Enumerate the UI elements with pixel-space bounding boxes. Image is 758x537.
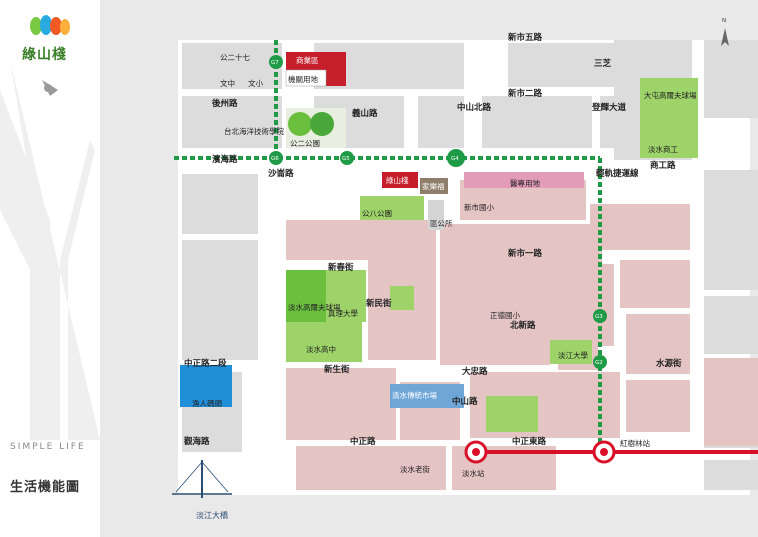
- greenhill-label: 綠山棧: [386, 175, 409, 185]
- culture-label: 文中: [220, 78, 235, 88]
- medical-label: 醫專用地: [510, 178, 540, 188]
- mrt-markers: G7 G6 G5 G4 G3 G2: [269, 55, 607, 369]
- hongshulin-label: 紅樹林站: [620, 438, 650, 448]
- north-arrow: N: [721, 18, 729, 46]
- g2-label: G2: [595, 360, 603, 366]
- tagline: SIMPLE LIFE: [10, 442, 86, 452]
- tamsui-station-label: 淡水站: [462, 468, 485, 478]
- tamsui-high-label: 淡水高中: [306, 344, 336, 354]
- park8-label: 公八公園: [362, 209, 392, 218]
- g3-label: G3: [595, 314, 603, 320]
- road-shuiyuan-label: 水源街: [655, 358, 682, 369]
- road-zhongshanbei-label: 中山北路: [457, 102, 492, 113]
- zhenli-label: 真理大學: [328, 308, 358, 318]
- bridge-icon: [172, 460, 232, 498]
- road-guanhai-label: 觀海路: [183, 436, 210, 447]
- tree-decoration-icon: [0, 60, 100, 440]
- g4-label: G4: [451, 156, 459, 162]
- place-labels: 商業區 機關用地 綠山棧 家樂福 公二十七 文中 文小 台北海洋技術學院 公二公…: [192, 52, 697, 478]
- road-xinmin-label: 新民街: [366, 298, 392, 309]
- district-office-label: 區公所: [430, 218, 453, 228]
- road-yishan-label: 義山路: [352, 108, 378, 119]
- commercial-label: 商業區: [296, 55, 319, 65]
- road-xinchun-label: 新春街: [328, 262, 354, 273]
- tamsui-baseball-label: 淡水高爾夫球場: [288, 302, 341, 312]
- road-xinshi2-label: 新市二路: [508, 88, 543, 99]
- road-zhongzheng-label: 中正路: [350, 436, 376, 447]
- sanzhi-label: 三芝: [594, 58, 612, 69]
- sidebar: 綠山棧 SIMPLE LIFE 生活機能圖: [0, 0, 100, 537]
- road-xinsheng-label: 新生街: [324, 364, 350, 375]
- road-houzhou-label: 後州路: [212, 98, 238, 109]
- road-shanggong-label: 商工路: [650, 160, 676, 171]
- jiafu-label: 家樂福: [422, 181, 445, 191]
- north-label: N: [722, 18, 726, 24]
- g5-label: G5: [342, 156, 350, 162]
- brand-name: 綠山棧: [22, 47, 67, 63]
- fishing-label: 漁人碼頭: [192, 398, 222, 408]
- xinshi-el-label: 新市國小: [464, 202, 494, 212]
- special-blocks: [180, 52, 584, 408]
- agency-label: 機關用地: [288, 74, 318, 84]
- road-zhongzheng2-label: 中正路二段: [184, 358, 227, 369]
- maritime-label: 台北海洋技術學院: [224, 126, 284, 136]
- park2-label: 公二公園: [290, 139, 320, 148]
- zhengde-label: 正德國小: [490, 310, 520, 320]
- map-title: 生活機能圖: [10, 480, 81, 495]
- road-beixin-label: 北新路: [510, 320, 536, 331]
- primary-label: 文小: [248, 78, 263, 88]
- dacun-label: 大屯高爾夫球場: [644, 90, 697, 100]
- block-grid: [182, 40, 758, 490]
- road-xinshi1-label: 新市一路: [508, 248, 543, 259]
- road-dazhong-label: 大忠路: [462, 366, 488, 377]
- road-binhai-label: 濱海路: [212, 154, 238, 165]
- light-rail-label: 輕軌捷運線: [596, 168, 639, 179]
- brand-logo-icon: [30, 15, 70, 35]
- bridge-label: 淡江大橋: [196, 511, 228, 520]
- red-rail-line: [464, 440, 758, 464]
- park-areas: [286, 78, 698, 432]
- g7-label: G7: [271, 60, 279, 66]
- tamsui-biz-label: 淡水商工: [648, 144, 678, 154]
- g6-label: G6: [271, 156, 279, 162]
- road-xinshi5-label: 新市五路: [508, 32, 543, 43]
- road-labels: 新市五路 新市二路 新市一路 後州路 義山路 中山北路 濱海路 沙崙路 新春街 …: [183, 32, 682, 447]
- tamsui-market-label: 清水傳統市場: [392, 390, 437, 400]
- map-canvas: 新市五路 新市二路 新市一路 後州路 義山路 中山北路 濱海路 沙崙路 新春街 …: [100, 0, 758, 537]
- tamkang-label: 淡江大學: [558, 350, 588, 360]
- road-denghui-label: 登輝大道: [591, 102, 627, 113]
- commercial-blocks: [286, 180, 758, 490]
- map-area: 新市五路 新市二路 新市一路 後州路 義山路 中山北路 濱海路 沙崙路 新春街 …: [100, 0, 758, 537]
- tamsui-oldst-label: 淡水老街: [400, 464, 430, 474]
- road-zhongshan-label: 中山路: [452, 396, 478, 407]
- road-shalun-label: 沙崙路: [268, 168, 294, 179]
- road-zhongzheng-e-label: 中正東路: [512, 436, 547, 447]
- park27-label: 公二十七: [220, 52, 250, 62]
